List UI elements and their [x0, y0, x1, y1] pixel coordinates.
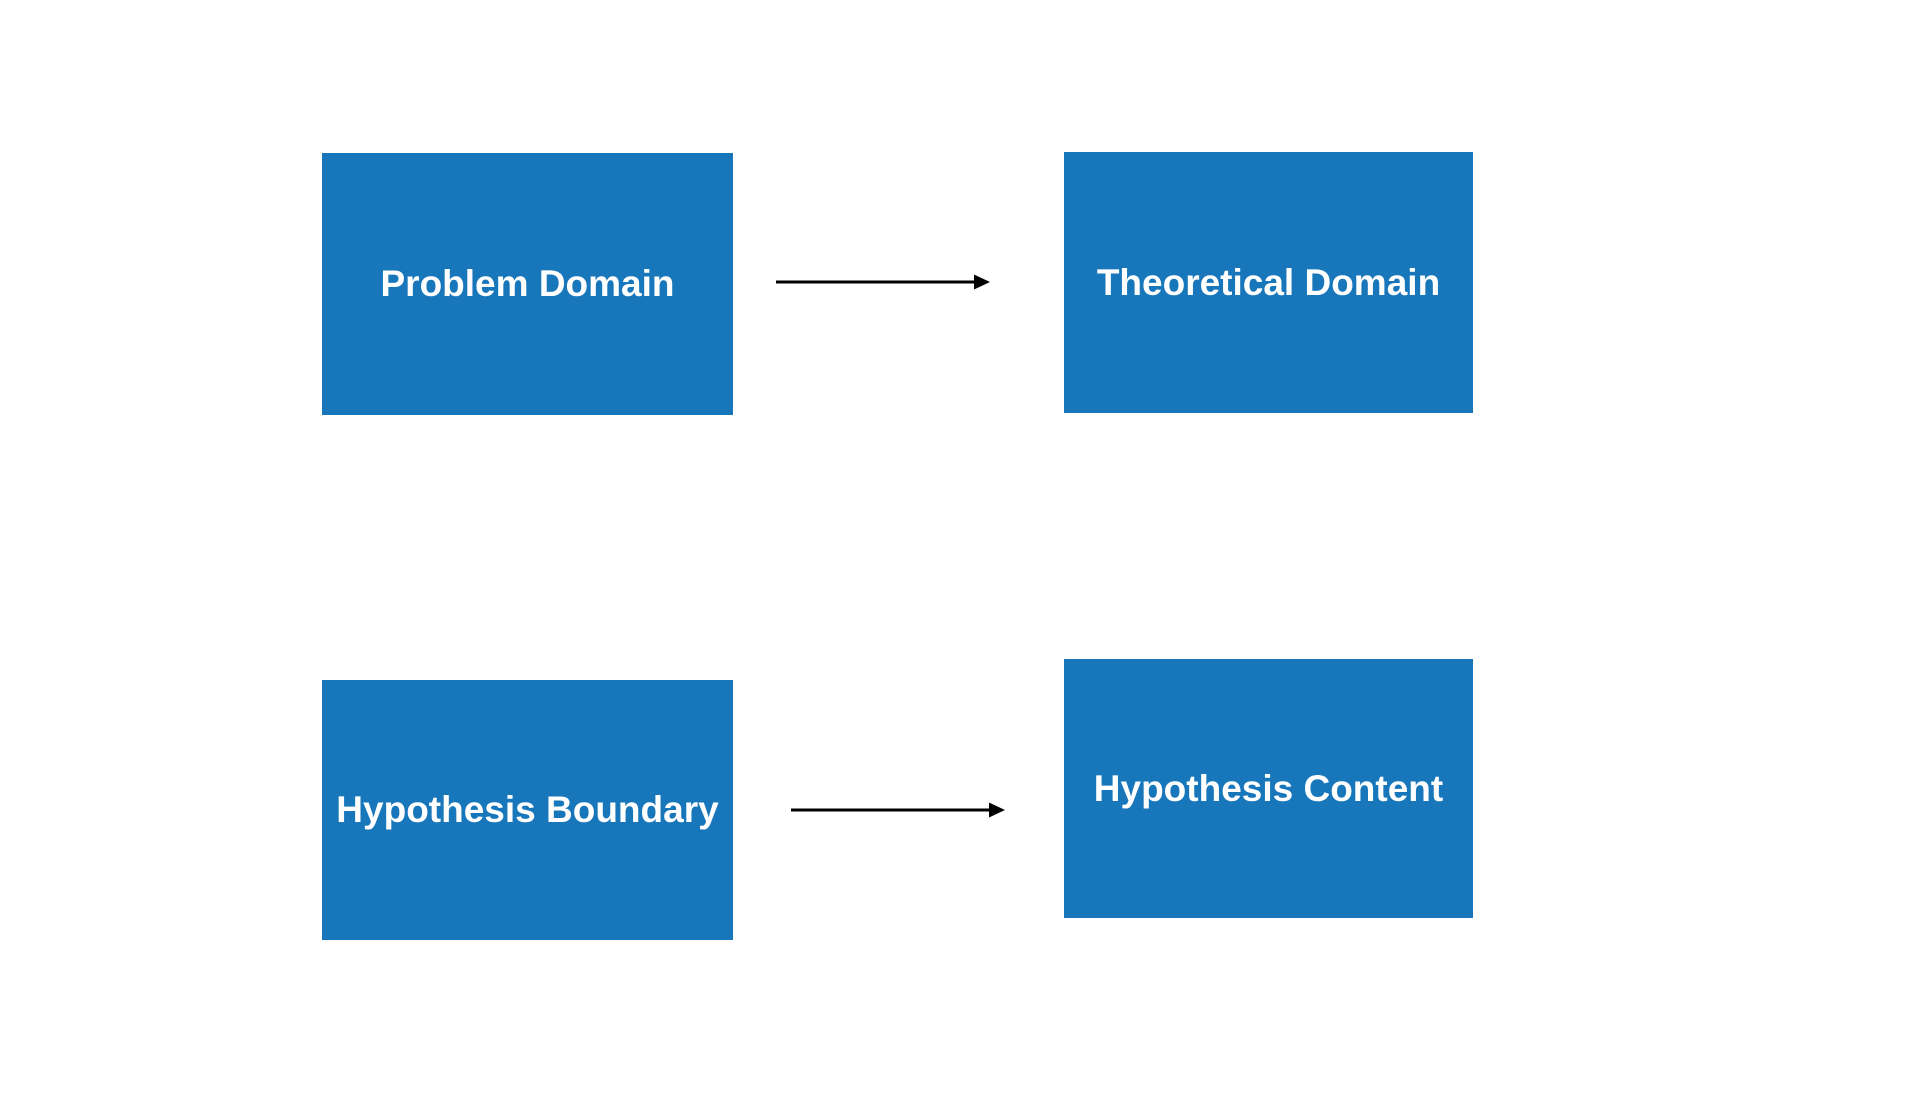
- node-problem-domain-label: Problem Domain: [380, 263, 675, 304]
- arrowhead-right-icon: [974, 274, 990, 290]
- arrow-boundary-to-content: [791, 802, 1005, 818]
- node-problem-domain: Problem Domain: [322, 153, 733, 415]
- node-hypothesis-content-label: Hypothesis Content: [1093, 767, 1444, 809]
- arrow-problem-to-theoretical: [776, 274, 990, 290]
- node-hypothesis-boundary-label: Hypothesis Boundary: [336, 789, 719, 830]
- node-hypothesis-boundary: Hypothesis Boundary: [322, 680, 733, 940]
- node-theoretical-domain: Theoretical Domain: [1064, 152, 1473, 413]
- node-theoretical-domain-label: Theoretical Domain: [1096, 261, 1441, 303]
- node-hypothesis-content: Hypothesis Content: [1064, 659, 1473, 918]
- arrowhead-right-icon: [989, 802, 1005, 818]
